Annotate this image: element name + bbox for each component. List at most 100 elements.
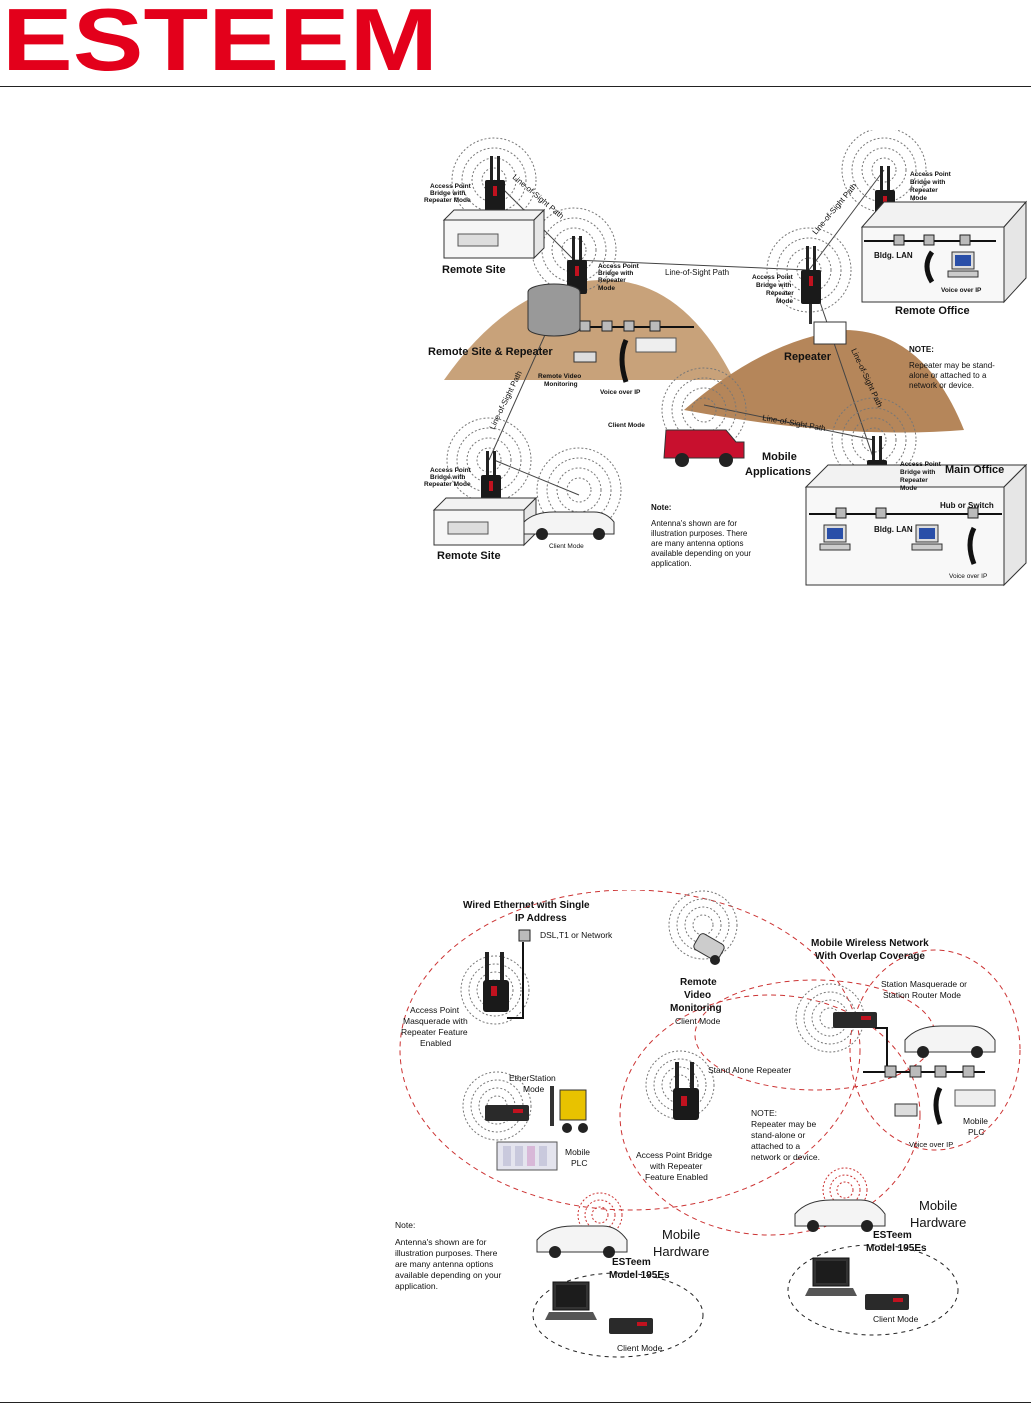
modem-left-icon — [609, 1318, 653, 1334]
pc-remote-office-icon — [947, 251, 979, 278]
remote-office-lan — [864, 234, 996, 284]
label-voip-main: Voice over IP — [949, 573, 987, 580]
label-remote-site-repeater: Remote Site & Repeater — [428, 346, 553, 358]
label-ap-repeater-site-2: Bridge with — [598, 270, 633, 277]
label-voip-repeater: Voice over IP — [600, 389, 641, 396]
label-esteem-right-1: ESTeem — [873, 1230, 912, 1241]
label-ap-masquerade-2: Masquerade with — [403, 1016, 468, 1026]
label-los-middle: Line-of-Sight Path — [665, 268, 729, 277]
laptop-right-icon — [804, 1257, 858, 1297]
remote-site-top-box — [442, 208, 546, 260]
label-ap-bridge-3: Feature Enabled — [645, 1172, 708, 1182]
label-note-body-2: alone or attached to a — [909, 371, 987, 380]
label-antenna-note-5: application. — [651, 559, 691, 568]
label-note-body-1: Repeater may be — [751, 1119, 816, 1129]
label-remote-video-2: Monitoring — [544, 381, 578, 388]
label-antenna-note-title: Note: — [651, 503, 671, 512]
label-plc-right-2: PLC — [968, 1127, 985, 1137]
label-standalone: Stand Alone Repeater — [708, 1065, 791, 1075]
label-hub-switch: Hub or Switch — [940, 501, 994, 510]
wired-ethernet-line — [507, 942, 524, 1019]
label-note-body-3: network or device. — [909, 381, 974, 390]
label-mobile-wireless-2: With Overlap Coverage — [815, 951, 925, 962]
label-ap-masquerade-4: Enabled — [420, 1038, 451, 1048]
label-antenna-note-title: Note: — [395, 1220, 415, 1230]
label-mobile-hw-left-1: Mobile — [662, 1227, 700, 1242]
label-mobile-apps-1: Mobile — [762, 451, 797, 463]
label-ap-masquerade-3: Repeater Feature — [401, 1027, 468, 1037]
label-ap-main-3: Repeater — [900, 477, 928, 484]
remote-site-bottom-box — [432, 496, 538, 547]
label-ap-bridge-2: with Repeater — [649, 1161, 703, 1171]
label-ap-remote-top-3: Repeater Mode — [424, 197, 471, 204]
label-plc-left-1: Mobile — [565, 1147, 590, 1157]
label-antenna-note-2: illustration purposes. There — [395, 1248, 498, 1258]
phone-mobile-icon — [933, 1086, 943, 1125]
label-plc-left-2: PLC — [571, 1158, 588, 1168]
label-ap-repeater-site-1: Access Point — [598, 263, 640, 270]
police-car-top-icon — [904, 1025, 996, 1059]
label-ap-remote-bottom-3: Repeater Mode — [424, 481, 471, 488]
label-antenna-note-1: Antenna's shown are for — [651, 519, 737, 528]
label-ap-remote-bottom-2: Bridge with — [430, 474, 465, 481]
plc-right-icon — [954, 1089, 996, 1107]
label-esteem-left-2: Model 195Es — [609, 1270, 670, 1281]
label-wired-title-2: IP Address — [515, 913, 567, 924]
remote-office-box — [860, 200, 1028, 304]
label-note-body-4: network or device. — [751, 1152, 820, 1162]
label-client-mode-video: Client Mode — [675, 1016, 721, 1026]
label-ap-middle-repeater-3: Repeater — [766, 290, 794, 297]
label-esteem-left-1: ESTeem — [612, 1257, 651, 1268]
label-antenna-note-1: Antenna's shown are for — [395, 1237, 487, 1247]
phone-repeater-site-icon — [619, 338, 629, 383]
label-remote-video-3: Monitoring — [670, 1003, 722, 1014]
label-ap-main-4: Mode — [900, 485, 917, 492]
label-note-body-2: stand-alone or — [751, 1130, 806, 1140]
label-ap-middle-repeater-2: Bridge with — [756, 282, 791, 289]
figure-network-topology: Access Point Bridge with Repeater Mode A… — [404, 130, 1030, 592]
camera-video-icon — [693, 933, 725, 965]
hardware-ellipses — [532, 1244, 959, 1358]
police-car-icon — [523, 511, 615, 540]
label-etherstation-2: Mode — [523, 1084, 545, 1094]
police-car-left-icon — [536, 1225, 628, 1259]
mobile-lan — [863, 1027, 996, 1125]
label-ap-remote-bottom-1: Access Point — [430, 467, 472, 474]
label-etherstation-1: EtherStation — [509, 1073, 556, 1083]
label-note-body-1: Repeater may be stand- — [909, 361, 995, 370]
label-main-office: Main Office — [945, 464, 1004, 476]
header-rule — [0, 86, 1031, 87]
label-antenna-note-4: available depending on your — [395, 1270, 502, 1280]
label-ap-middle-repeater-1: Access Point — [752, 274, 794, 281]
label-ap-main-1: Access Point — [900, 461, 942, 468]
police-car-right-icon — [794, 1199, 886, 1233]
label-note-title: NOTE: — [909, 345, 934, 354]
label-station-masq-2: Station Router Mode — [883, 990, 961, 1000]
label-remote-video-2: Video — [684, 990, 711, 1001]
repeater-site-lan — [527, 283, 694, 383]
label-voip-office: Voice over IP — [941, 287, 982, 294]
label-antenna-note-2: illustration purposes. There — [651, 529, 748, 538]
phone-main-office-icon — [967, 526, 977, 565]
label-ap-remote-office-4: Mode — [910, 195, 927, 202]
figure-mobile-network: Wired Ethernet with Single IP Address Re… — [385, 890, 1025, 1370]
camera-mobile-icon — [894, 1103, 918, 1117]
label-ap-remote-office-2: Bridge with — [910, 179, 945, 186]
label-esteem-right-2: Model 195Es — [866, 1243, 927, 1254]
label-mobile-wireless-1: Mobile Wireless Network — [811, 938, 929, 949]
radio-masquerade-icon — [483, 952, 509, 1012]
label-bldg-lan-top: Bldg. LAN — [874, 251, 913, 260]
label-ap-middle-repeater-4: Mode — [776, 298, 793, 305]
camera-icon — [573, 351, 597, 363]
label-ap-remote-top-2: Bridge with — [430, 190, 465, 197]
label-ap-main-2: Bridge with — [900, 469, 935, 476]
truck-icon — [663, 429, 745, 467]
label-remote-video-1: Remote Video — [538, 373, 581, 380]
phone-remote-office-icon — [924, 250, 935, 284]
label-ap-remote-office-3: Repeater — [910, 187, 938, 194]
hill-right — [684, 330, 964, 433]
label-antenna-note-5: application. — [395, 1281, 438, 1291]
esteem-logo-text: ESTEEM — [2, 2, 438, 74]
forklift-icon — [550, 1086, 588, 1133]
label-client-mode-right: Client Mode — [873, 1314, 919, 1324]
